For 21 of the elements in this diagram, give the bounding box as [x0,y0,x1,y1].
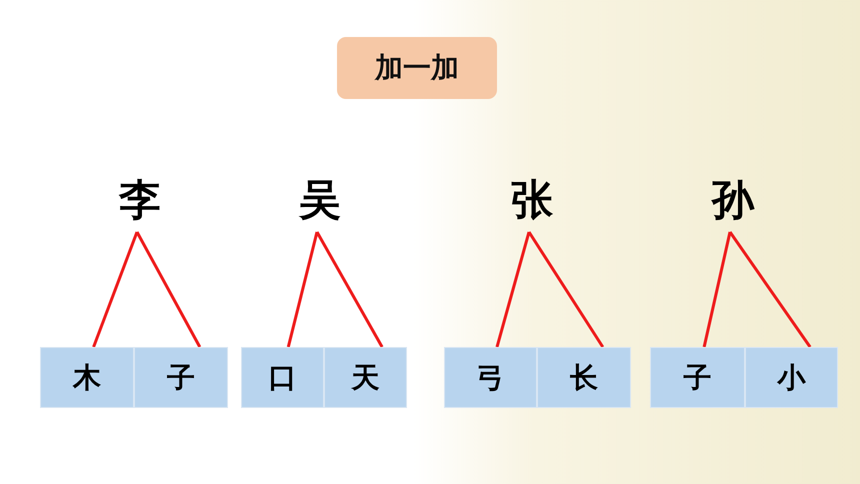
connector-line [316,231,384,348]
connector-line [92,231,138,348]
character-cell: 天 [324,347,407,408]
connector-line [286,232,318,348]
character-cell: 小 [745,347,838,408]
character-cell: 长 [537,347,631,408]
connector-line [528,231,604,348]
connector-line [136,231,202,348]
connector-line [728,231,812,348]
character-cell: 口 [241,347,324,408]
connector-line [702,232,732,348]
character-cell: 子 [134,347,228,408]
character-heading: 张 [506,172,558,228]
character-heading: 李 [114,172,166,228]
character-heading: 孙 [707,172,759,228]
character-cell: 子 [650,347,745,408]
character-cell: 弓 [444,347,537,408]
character-cell: 木 [40,347,134,408]
character-heading: 吴 [294,172,346,228]
connector-line [496,232,530,348]
title-label: 加一加 [337,37,497,99]
